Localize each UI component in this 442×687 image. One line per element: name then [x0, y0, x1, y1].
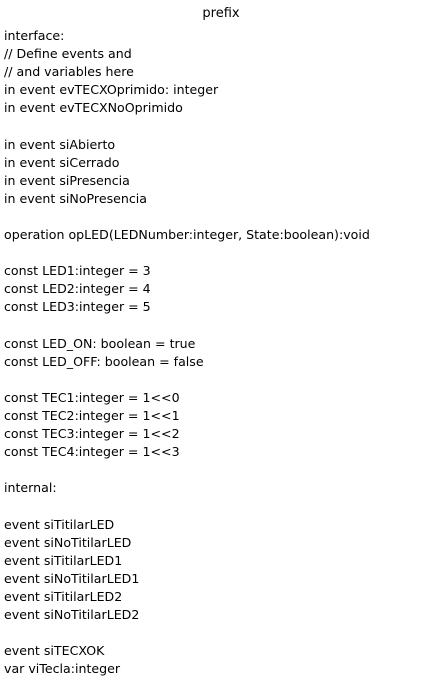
definition-line: event siTitilarLED2 — [4, 588, 123, 604]
definition-line: event siTitilarLED — [4, 516, 115, 532]
definition-line: in event siAbierto — [4, 136, 116, 152]
blank-line — [4, 371, 442, 389]
definition-line: in event siPresencia — [4, 172, 130, 188]
definition-line: event siTECXOK — [4, 643, 105, 659]
definition-line: in event siCerrado — [4, 154, 120, 170]
definition-line: const LED3:integer = 5 — [4, 299, 151, 315]
definition-line: event siNoTitilarLED1 — [4, 570, 140, 586]
definition-line: const TEC1:integer = 1<<0 — [4, 389, 180, 405]
definition-line: const TEC2:integer = 1<<1 — [4, 407, 180, 423]
blank-line — [4, 461, 442, 479]
blank-line — [4, 497, 442, 515]
definition-line: const LED1:integer = 3 — [4, 263, 151, 279]
definition-line: var viTecla:integer — [4, 661, 121, 677]
definition-line: in event evTECXOprimido: integer — [4, 82, 219, 98]
definition-line: const LED2:integer = 4 — [4, 281, 151, 297]
blank-line — [4, 317, 442, 335]
blank-line — [4, 244, 442, 262]
definition-line: const LED_ON: boolean = true — [4, 335, 196, 351]
definition-line: // Define events and — [4, 46, 132, 62]
definition-line: // and variables here — [4, 64, 134, 80]
definition-line: event siTitilarLED1 — [4, 552, 123, 568]
definition-line: internal: — [4, 480, 57, 496]
definition-line: operation opLED(LEDNumber:integer, State… — [4, 227, 370, 243]
definition-line: const TEC4:integer = 1<<3 — [4, 444, 180, 460]
definition-text-area[interactable]: interface: // Define events and // and var… — [4, 27, 442, 678]
definition-line: interface: — [4, 28, 65, 43]
definition-line: event siNoTitilarLED — [4, 534, 132, 550]
definition-line: const TEC3:integer = 1<<2 — [4, 426, 180, 442]
blank-line — [4, 624, 442, 642]
definition-line: const LED_OFF: boolean = false — [4, 353, 204, 369]
definition-line: event siNoTitilarLED2 — [4, 607, 140, 622]
definition-line: in event siNoPresencia — [4, 190, 147, 206]
blank-line — [4, 208, 442, 226]
definition-line: in event evTECXNoOprimido — [4, 100, 183, 116]
blank-line — [4, 117, 442, 135]
definition-section-title: prefix — [202, 6, 240, 21]
